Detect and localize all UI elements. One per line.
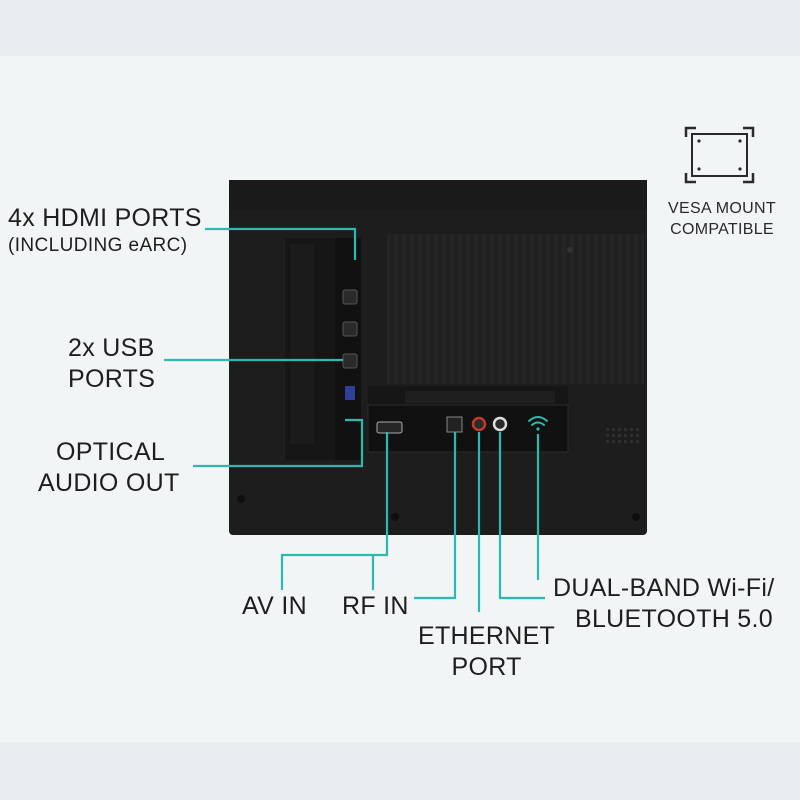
wifi-label-line1: DUAL-BAND Wi-Fi/ <box>553 574 775 602</box>
hdmi-port <box>342 289 358 305</box>
hdmi-callout <box>205 227 357 260</box>
ethernet-callout <box>414 432 457 600</box>
hdmi-label-line2: (INCLUDING eARC) <box>8 235 188 256</box>
callout-lines <box>164 227 545 612</box>
optical-callout <box>193 418 364 468</box>
usb-label: 2x USB PORTS <box>68 333 155 395</box>
side-port-bay <box>285 238 361 460</box>
vesa-label-line1: VESA MOUNT <box>668 200 776 217</box>
usb-label-line1: 2x USB <box>68 334 155 362</box>
wifi-symbol-icon <box>528 416 548 431</box>
ethernet-label-line2: PORT <box>451 653 522 681</box>
ethernet-label: ETHERNET PORT <box>418 621 555 683</box>
bottom-port-panel <box>367 386 569 453</box>
rf-port <box>492 416 508 432</box>
top-band <box>0 0 800 56</box>
usb-port <box>342 353 358 369</box>
optical-label: OPTICAL AUDIO OUT <box>38 437 180 499</box>
av-in-callout <box>280 432 389 590</box>
hdmi-port <box>342 321 358 337</box>
wifi-callout <box>498 432 545 600</box>
av-port <box>471 416 487 432</box>
usb-port <box>345 386 355 400</box>
wifi-label-line2: BLUETOOTH 5.0 <box>575 605 773 633</box>
hdmi-earc-port <box>376 421 403 434</box>
optical-label-line1: OPTICAL <box>56 438 166 466</box>
vesa-mount-icon <box>684 126 755 184</box>
bottom-band <box>0 742 800 800</box>
hdmi-label-line1: 4x HDMI PORTS <box>8 204 202 232</box>
vesa-label: VESA MOUNT COMPATIBLE <box>648 198 796 240</box>
optical-label-line2: AUDIO OUT <box>38 469 180 497</box>
av-in-label: AV IN <box>242 592 307 620</box>
rf-in-label: RF IN <box>342 592 409 620</box>
vesa-label-line2: COMPATIBLE <box>670 221 774 238</box>
ethernet-label-line1: ETHERNET <box>418 622 556 650</box>
wifi-bluetooth-label: DUAL-BAND Wi-Fi/ BLUETOOTH 5.0 <box>553 573 774 635</box>
usb-label-line2: PORTS <box>68 365 156 393</box>
optical-port <box>446 416 463 433</box>
hdmi-label: 4x HDMI PORTS (INCLUDING eARC) <box>8 203 202 258</box>
